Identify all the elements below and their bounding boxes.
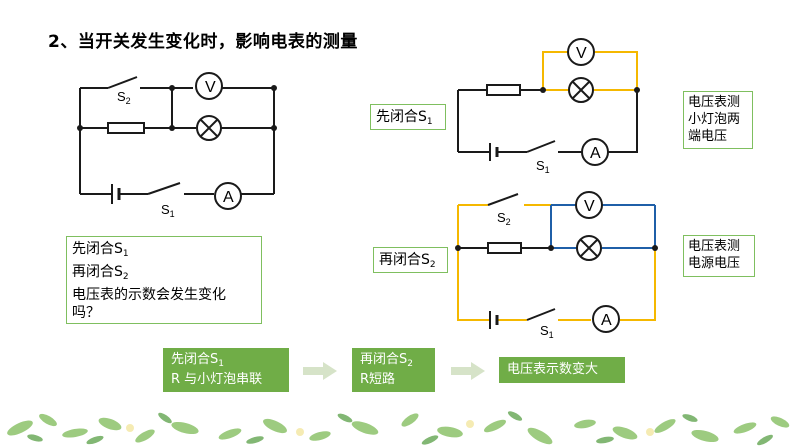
lr-s2-label: S2 (497, 210, 511, 227)
question-line4: 吗？ (72, 305, 100, 321)
result-then-box: 电压表测 电源电压 (683, 235, 755, 277)
ur-switch-s1 (526, 140, 556, 153)
left-a-label: A (223, 189, 234, 206)
upper-right-circuit (457, 38, 638, 166)
lower-right-circuit (457, 191, 656, 333)
lr-resistor (487, 242, 522, 254)
result-first-box: 电压表测 小灯泡两 端电压 (683, 91, 753, 149)
lr-switch-s2 (487, 193, 519, 206)
result-first-line2: 小灯泡两 (688, 112, 741, 127)
label-close-s2: 再闭合S2 (373, 247, 448, 273)
question-line3: 电压表的示数会发生变化 (72, 287, 226, 303)
result-then-line2: 电源电压 (688, 256, 741, 271)
left-s2-label: S2 (117, 89, 131, 106)
left-nodes (77, 85, 277, 131)
lr-a-label: A (601, 312, 612, 329)
foliage-decoration (7, 411, 790, 446)
lr-s1-label: S1 (540, 323, 554, 340)
label-close-s1: 先闭合S1 (370, 104, 446, 130)
ur-resistor (486, 84, 521, 96)
ur-s1-label: S1 (536, 158, 550, 175)
question-box: 先闭合S1 再闭合S2 电压表的示数会发生变化 吗？ (66, 236, 262, 324)
lr-switch-s1 (526, 308, 556, 321)
result-first-line1: 电压表测 (688, 95, 741, 110)
flow-arrow-2 (451, 362, 485, 380)
left-switch-s2 (107, 76, 138, 89)
question-line2: 再闭合S2 (72, 264, 129, 282)
left-resistor (107, 122, 145, 134)
lr-voltmeter (575, 191, 603, 219)
left-circuit (79, 72, 275, 210)
flow-step1: 先闭合S1 R 与小灯泡串联 (163, 348, 289, 392)
question-line1: 先闭合S1 (72, 241, 129, 259)
left-ammeter (214, 182, 242, 210)
left-switch-s1 (147, 182, 181, 195)
ur-a-label: A (590, 145, 601, 162)
lr-v-label: V (584, 198, 595, 215)
left-s1-label: S1 (161, 202, 175, 219)
flow-step2: 再闭合S2 R短路 (352, 348, 435, 392)
page-title: 2、当开关发生变化时，影响电表的测量 (48, 32, 358, 52)
result-first-line3: 端电压 (688, 129, 728, 144)
left-v-label: V (205, 79, 216, 96)
left-voltmeter (195, 72, 223, 100)
ur-voltmeter (567, 38, 595, 66)
ur-v-label: V (576, 45, 587, 62)
flow-step3: 电压表示数变大 (499, 357, 625, 383)
result-then-line1: 电压表测 (688, 239, 741, 254)
flow-arrow-1 (303, 362, 337, 380)
lr-ammeter (592, 305, 620, 333)
